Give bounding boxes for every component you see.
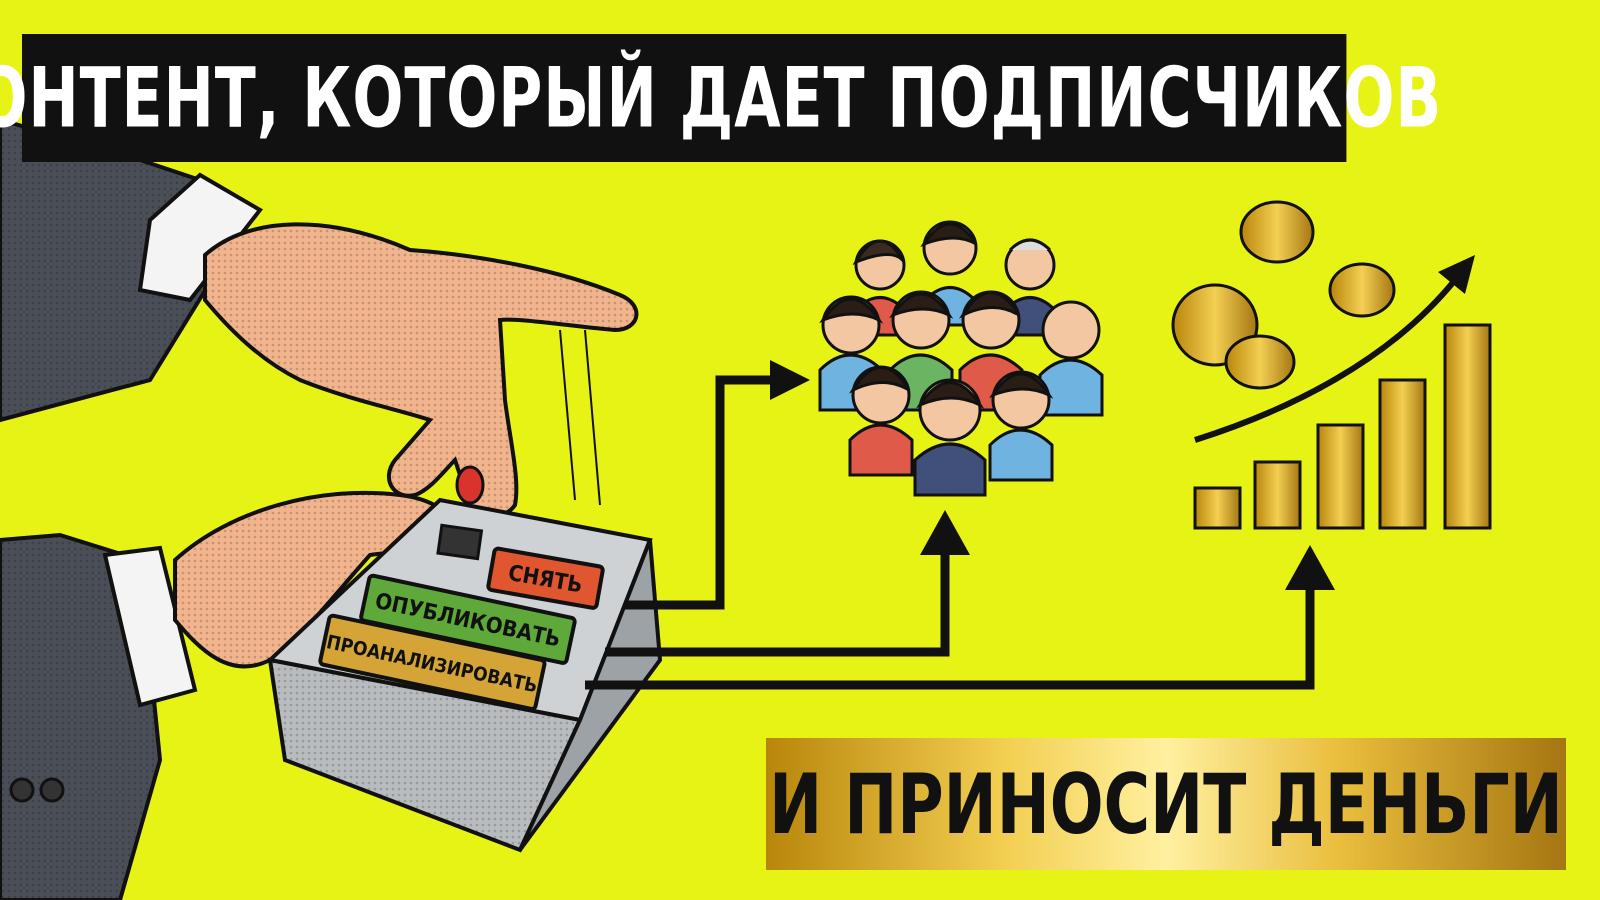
shoot-button[interactable]: СНЯТЬ: [486, 546, 605, 610]
tagline-text: И ПРИНОСИТ ДЕНЬГИ: [769, 755, 1563, 853]
gold-coins: [1171, 200, 1396, 390]
arrow-head-icon: [1285, 545, 1335, 590]
person-icon: [988, 370, 1054, 482]
gold-coin-icon: [1239, 200, 1315, 264]
person-icon: [913, 378, 987, 497]
hand-icon: [173, 222, 639, 669]
growth-bar-chart-icon: [1193, 323, 1492, 530]
person-icon: [1038, 300, 1104, 417]
audience-group-icon: [818, 220, 1104, 497]
arrow-head-icon: [770, 360, 810, 400]
gold-coin-icon: [1328, 262, 1396, 318]
arrowheads: [770, 360, 1335, 590]
headline-banner: КОНТЕНТ, КОТОРЫЙ ДАЕТ ПОДПИСЧИКОВ: [0, 34, 1441, 162]
gold-coin-icon: [1224, 334, 1296, 390]
person-icon: [818, 295, 884, 412]
shoot-button-body[interactable]: [486, 546, 605, 610]
arrow-head-icon: [920, 510, 970, 555]
trend-arrow-icon: [1194, 255, 1475, 443]
person-icon: [848, 365, 914, 477]
tagline-banner: И ПРИНОСИТ ДЕНЬГИ: [766, 738, 1566, 870]
suit-sleeve-bottom: [0, 532, 198, 900]
headline-text: КОНТЕНТ, КОТОРЫЙ ДАЕТ ПОДПИСЧИКОВ: [0, 49, 1443, 147]
analyze-button-body[interactable]: [318, 613, 547, 711]
connector-arrows: [585, 375, 1315, 690]
